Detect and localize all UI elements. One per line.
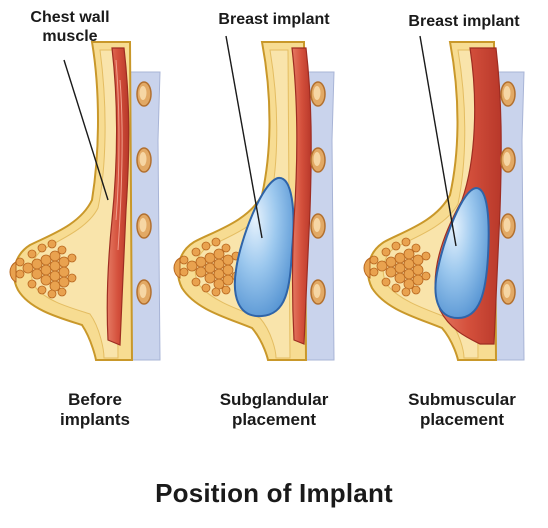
- caption-line: implants: [60, 410, 130, 429]
- breast-implant-pointer: [419, 35, 457, 247]
- label-line: muscle: [42, 28, 98, 45]
- panel-before-implants: [9, 41, 161, 361]
- caption-line: Submuscular: [408, 390, 516, 409]
- panel-subglandular-placement: [173, 35, 335, 361]
- caption-subglandular-placement: Subglandular placement: [204, 390, 344, 430]
- caption-line: placement: [419, 410, 505, 429]
- breast-implant-pointer: [225, 35, 263, 239]
- chest-wall-muscle: [291, 47, 312, 345]
- breast-implant-label-submuscular: Breast implant: [408, 13, 520, 30]
- caption-before-implants: Before implants: [40, 390, 150, 430]
- chest-wall-muscle-pointer: [63, 59, 109, 201]
- caption-line: placement: [231, 410, 317, 429]
- caption-line: Before: [68, 390, 122, 409]
- breast-implant: [434, 186, 490, 320]
- nipple: [9, 261, 17, 283]
- chest-wall-muscle-label: Chest wall muscle: [20, 8, 120, 46]
- panel-submuscular-placement: [363, 35, 525, 361]
- nipple: [363, 257, 371, 279]
- figure-title: Position of Implant: [155, 478, 393, 508]
- caption-submuscular-placement: Submuscular placement: [392, 390, 532, 430]
- caption-line: Subglandular: [219, 390, 329, 409]
- breast-implant: [233, 177, 295, 318]
- label-line: Chest wall: [30, 9, 110, 26]
- nipple: [173, 257, 181, 279]
- breast-implant-label-subglandular: Breast implant: [218, 11, 330, 28]
